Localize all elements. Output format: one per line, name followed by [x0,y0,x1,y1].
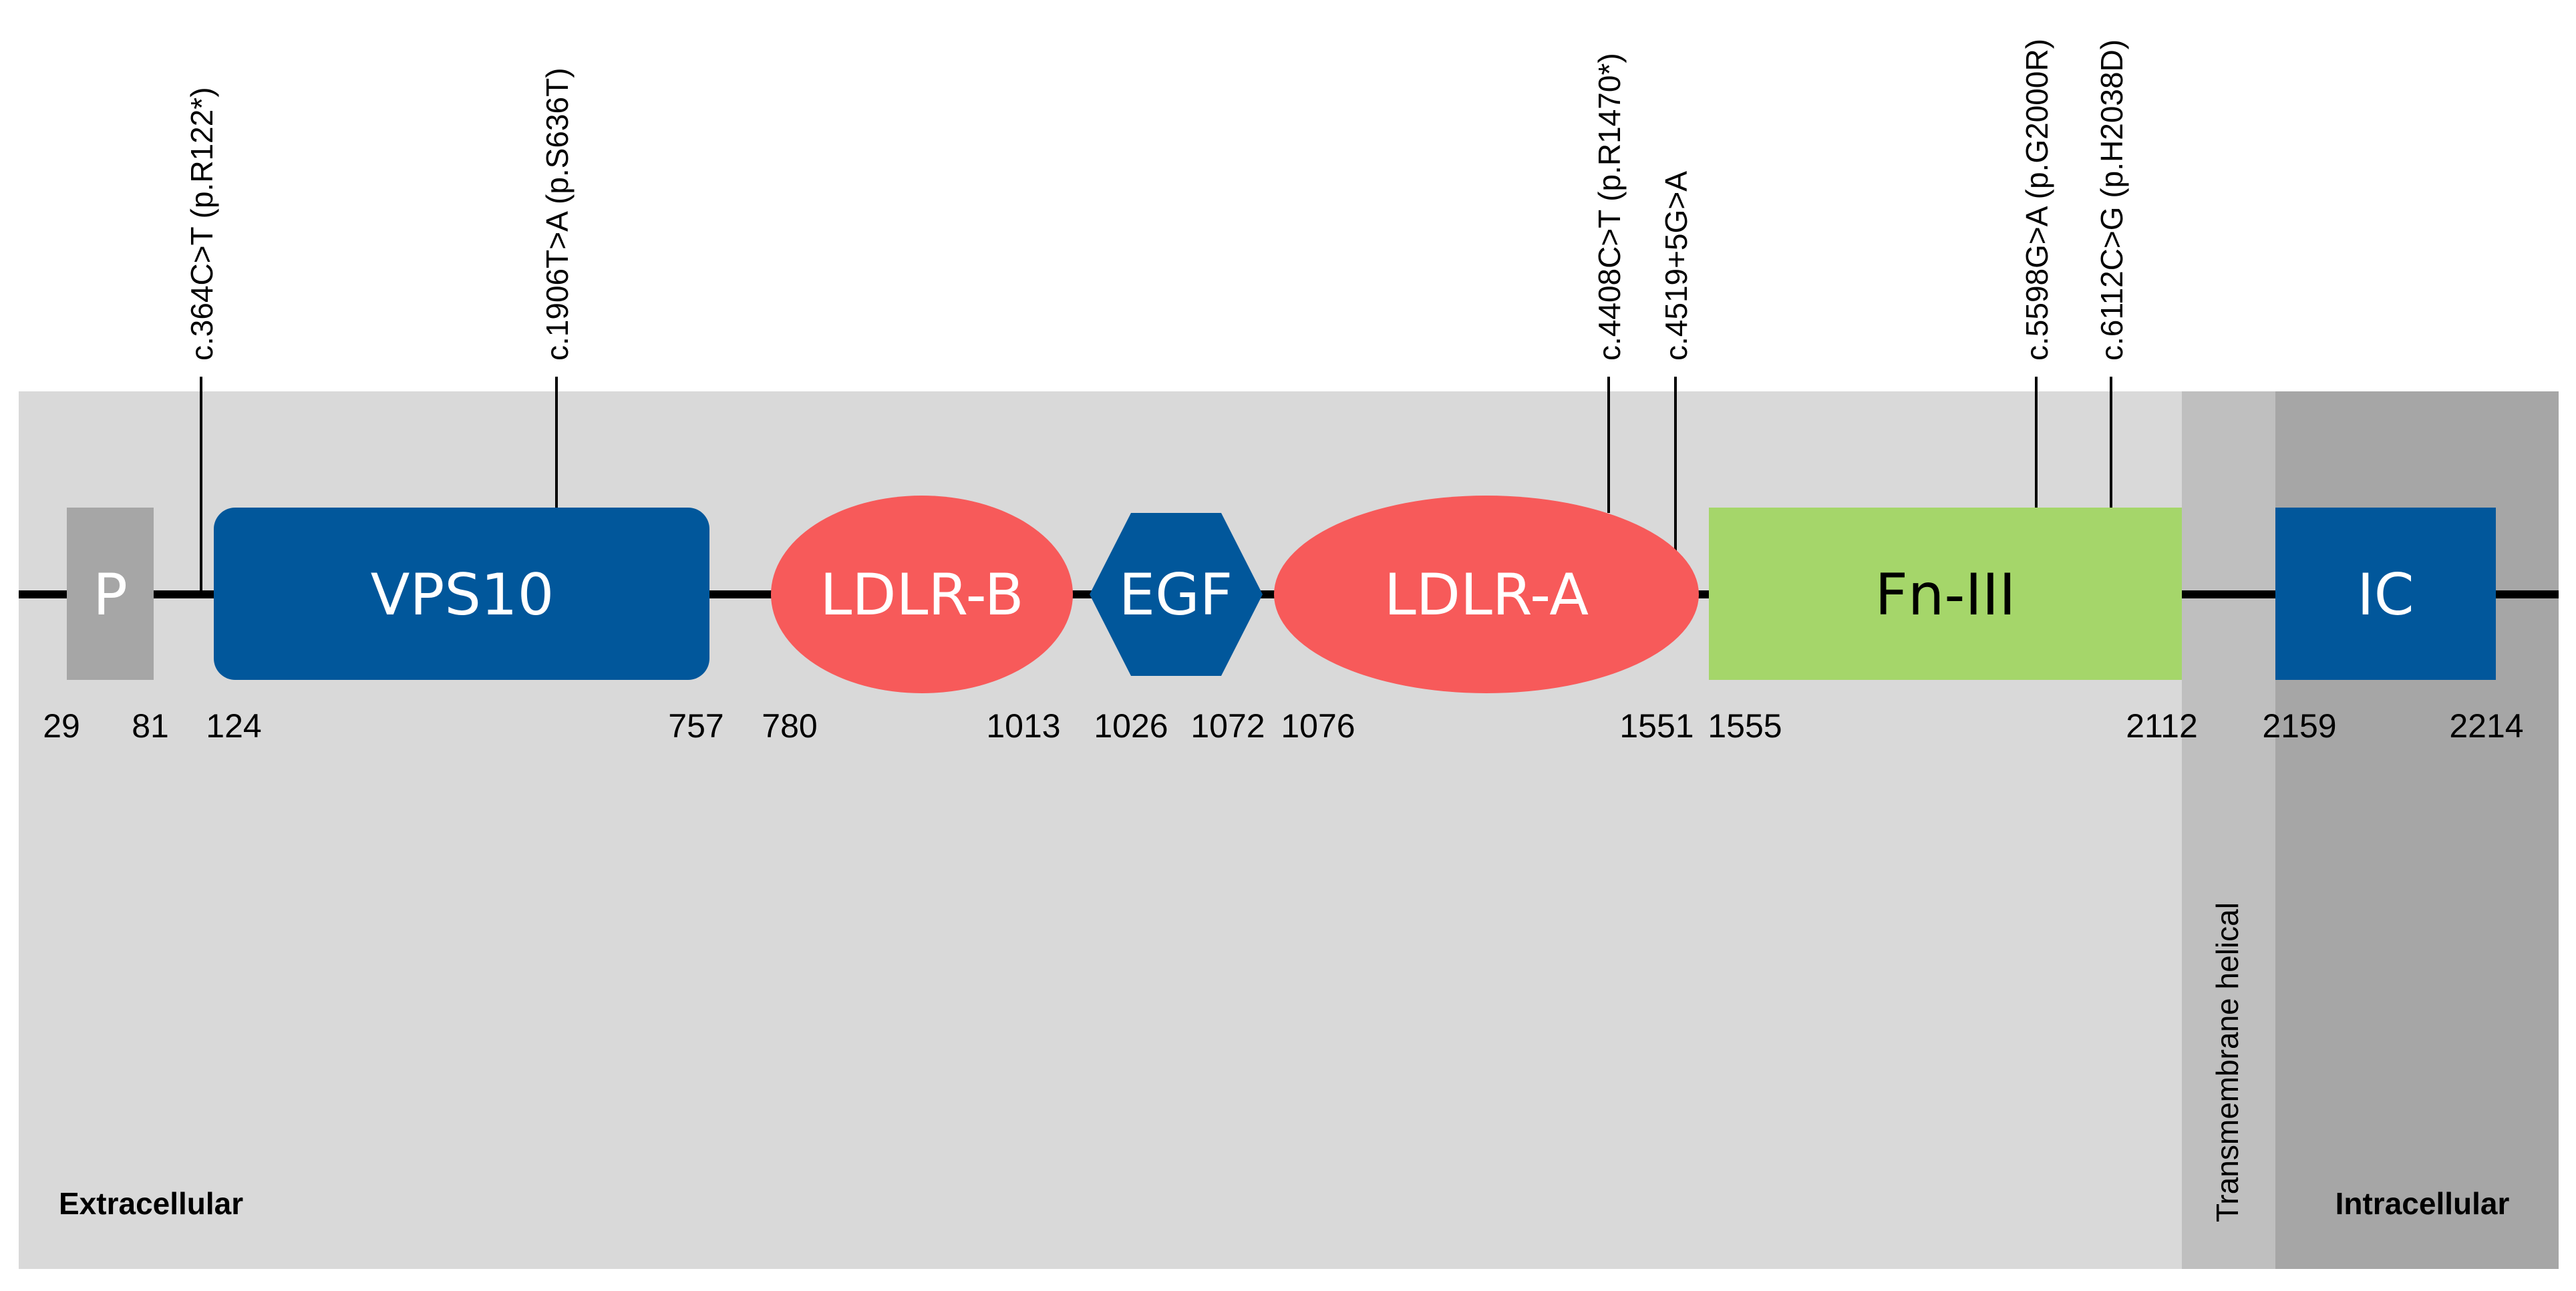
intracellular-label: Intracellular [2336,1186,2510,1221]
domain-p-label: P [93,562,128,628]
domain-ldlr-b [771,496,1073,693]
transmembrane-region [2182,391,2275,1269]
domain-fn-iii [1709,508,2182,680]
domain-ldlr-a [1274,496,1699,693]
domain-egf-label: EGF [1119,562,1233,628]
position-numbers: 29 81 124 757 780 1013 1026 1072 1076 15… [43,707,2523,745]
position-number: 1555 [1708,707,1782,745]
position-number: 2159 [2262,707,2336,745]
extracellular-label: Extracellular [59,1186,243,1221]
position-number: 1076 [1281,707,1355,745]
variant-stems [200,377,2112,594]
variant-label: c.6112C>G (p.H2038D) [2094,39,2129,361]
position-number: 81 [132,707,169,745]
variant-label: c.1906T>A (p.S636T) [540,67,575,361]
variant-labels: c.364C>T (p.R122*) c.1906T>A (p.S636T) c… [184,39,2129,361]
domain-vps10-label: VPS10 [371,562,554,628]
position-number: 1026 [1094,707,1168,745]
domain-fn-iii-label: Fn-III [1875,562,2016,628]
position-number: 124 [206,707,261,745]
position-number: 2214 [2449,707,2523,745]
variant-label: c.364C>T (p.R122*) [184,87,219,361]
position-number: 757 [668,707,723,745]
domain-vps10 [214,508,709,680]
domain-ic [2275,508,2496,680]
variant-label: c.4519+5G>A [1659,171,1694,361]
domain-p [67,508,154,680]
position-number: 1013 [986,707,1060,745]
domain-ldlr-a-label: LDLR-A [1384,562,1589,628]
domain-egf [1090,513,1263,676]
position-number: 29 [43,707,80,745]
position-number: 1072 [1190,707,1265,745]
position-number: 1551 [1619,707,1694,745]
position-number: 2112 [2126,707,2198,745]
variant-label: c.4408C>T (p.R1470*) [1592,53,1627,361]
domain-ldlr-b-label: LDLR-B [820,562,1023,628]
transmembrane-label: Transmembrane helical [2210,902,2245,1222]
position-number: 780 [762,707,817,745]
domain-ic-label: IC [2357,562,2414,628]
variant-label: c.5598G>A (p.G2000R) [2020,39,2054,361]
